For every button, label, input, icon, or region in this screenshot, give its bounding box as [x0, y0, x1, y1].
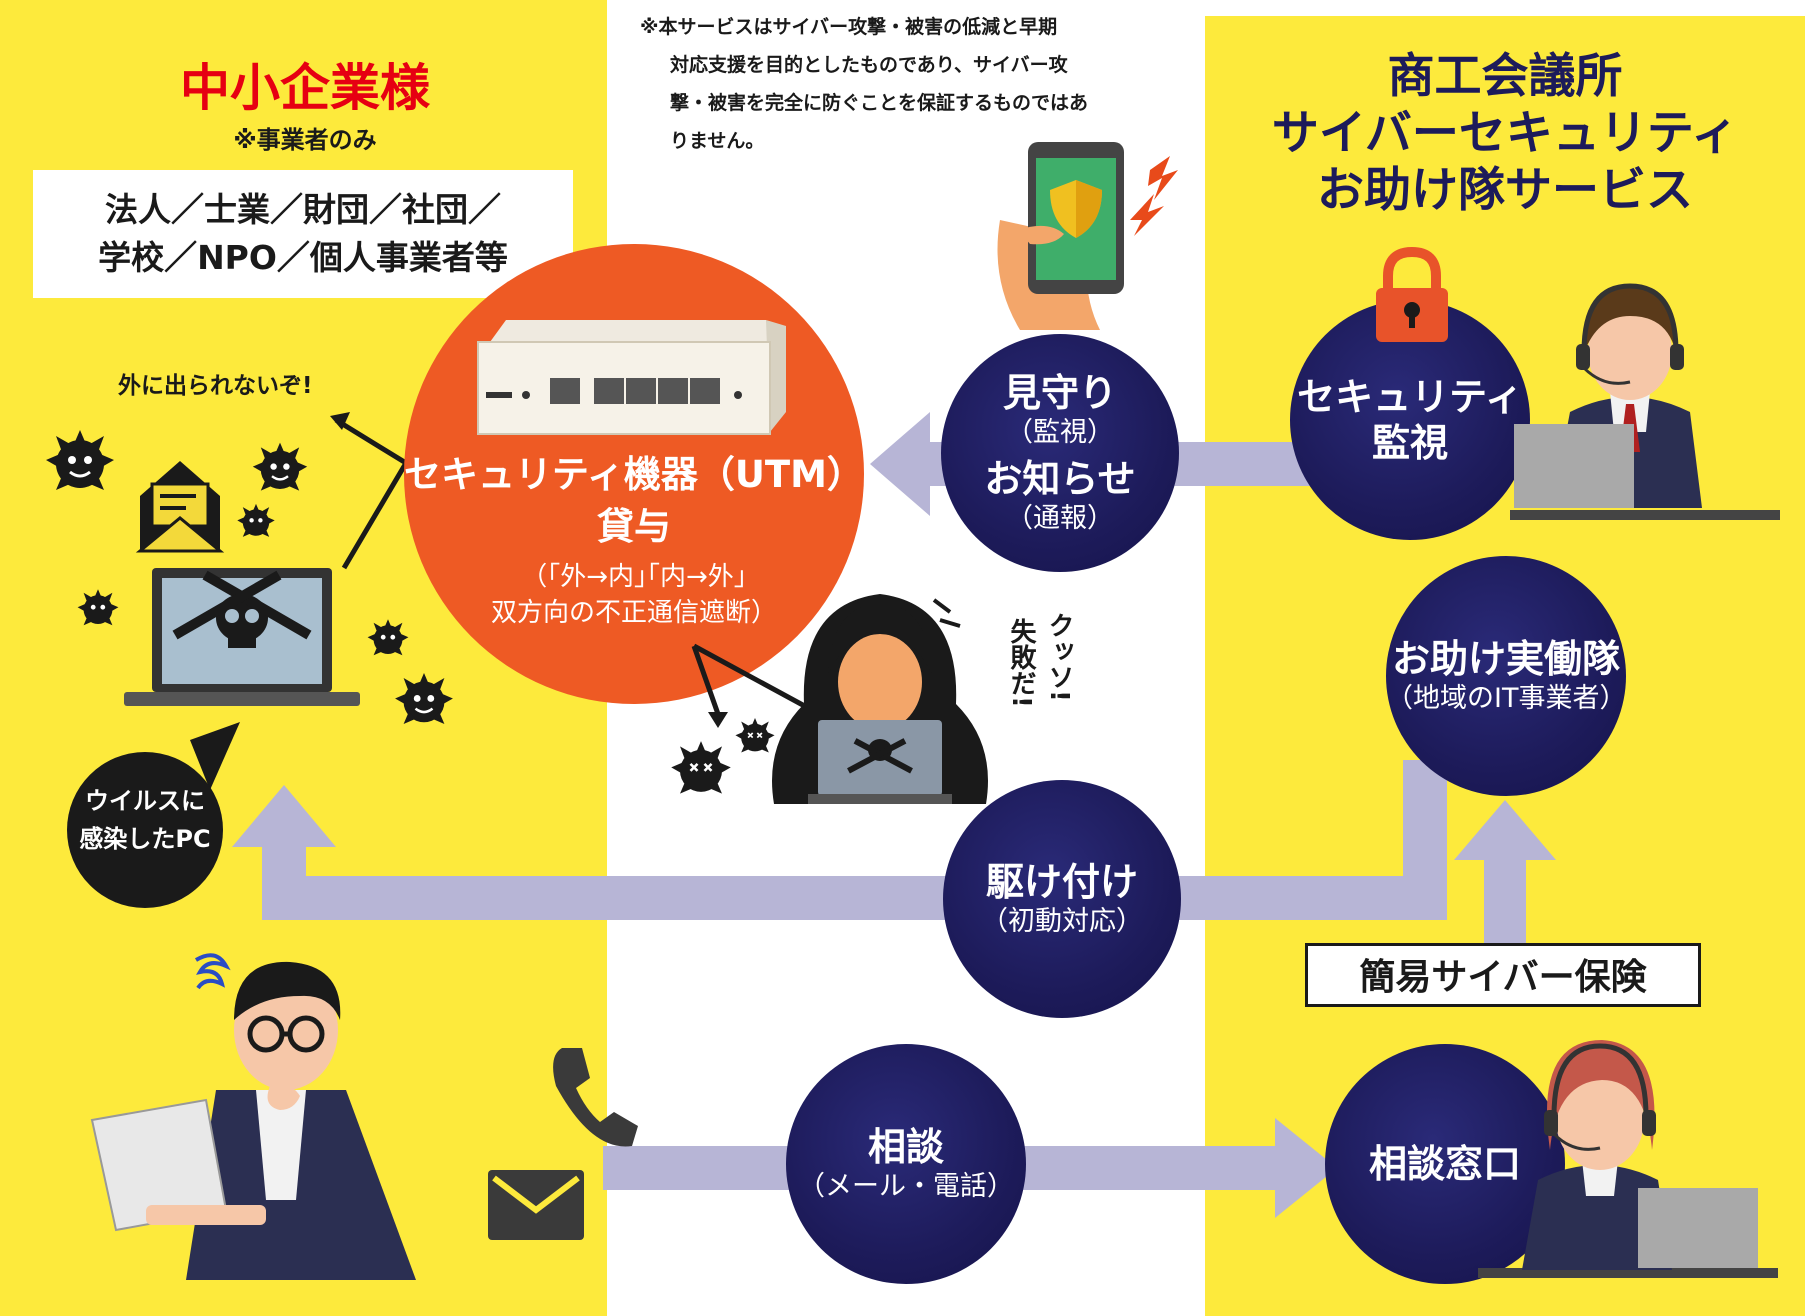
- disclaimer-line-3: 撃・被害を完全に防ぐことを保証するものではあ: [670, 92, 1089, 114]
- blocked-arrow: [330, 412, 410, 570]
- notify-title: お知らせ: [984, 457, 1136, 501]
- infected-pc-line-2: 感染したPC: [79, 825, 211, 853]
- support-team-sub: （地域のIT事業者）: [1386, 683, 1627, 714]
- security-monitor-line-1: セキュリティ: [1297, 375, 1523, 419]
- disclaimer-line-1: ※本サービスはサイバー攻撃・被害の低減と早期: [640, 16, 1058, 38]
- security-monitor-line-2: 監視: [1371, 421, 1448, 465]
- lock-icon: [1376, 246, 1448, 342]
- disclaimer-line-2: 対応支援を目的としたものであり、サイバー攻: [670, 54, 1068, 76]
- notify-sub: （通報）: [1006, 503, 1114, 534]
- virus-caption: 外に出られないぞ!: [118, 373, 313, 399]
- support-team-circle: お助け実働隊 （地域のIT事業者）: [1386, 556, 1626, 796]
- support-team-title: お助け実働隊: [1391, 637, 1620, 681]
- utm-sub-1: （｢外→内｣｢内→外｣: [521, 562, 747, 592]
- infected-pc-bubble: [67, 722, 240, 908]
- consult-desk-circle: 相談窓口: [1325, 1044, 1565, 1284]
- security-monitor-circle: セキュリティ 監視: [1290, 300, 1530, 540]
- hacker-illustration: [772, 594, 988, 804]
- monitor-title: 見守り: [1002, 371, 1117, 415]
- client-title: 中小企業様: [180, 59, 430, 117]
- entity-line-2: 学校／NPO／個人事業者等: [98, 238, 508, 277]
- sweat-marks: [932, 598, 961, 628]
- hacker-speech-col-1: クッソ!: [1044, 612, 1074, 702]
- service-title: 商工会議所 サイバーセキュリティ お助け隊サービス: [1205, 48, 1805, 219]
- disclaimer-line-4: りません。: [670, 130, 765, 152]
- smartphone-shield-icon: [997, 142, 1178, 330]
- phone-icon: [553, 1048, 638, 1147]
- service-title-line-2: サイバーセキュリティ: [1271, 106, 1739, 161]
- rush-sub: （初動対応）: [981, 906, 1143, 937]
- monitor-sub: （監視）: [1006, 417, 1114, 448]
- entity-line-1: 法人／士業／財団／社団／: [105, 190, 501, 229]
- rush-arrow-left-head: [232, 785, 336, 847]
- defeated-virus-icon: [735, 718, 775, 753]
- disclaimer: ※本サービスはサイバー攻撃・被害の低減と早期 対応支援を目的としたものであり、サ…: [640, 8, 1180, 160]
- consult-desk-title: 相談窓口: [1368, 1142, 1521, 1186]
- infected-pc-line-1: ウイルスに: [85, 787, 205, 815]
- virus-icon: [46, 430, 114, 490]
- consult-circle: 相談 （メール・電話）: [786, 1044, 1026, 1284]
- insurance-box: 簡易サイバー保険: [1305, 943, 1701, 1007]
- utm-title: セキュリティ機器（UTM）: [404, 453, 864, 496]
- blocked-down-arrow: [691, 643, 814, 728]
- consult-title: 相談: [867, 1125, 944, 1169]
- utm-title-2: 貸与: [597, 505, 671, 548]
- client-subtitle: ※事業者のみ: [233, 126, 377, 154]
- hacker-speech-col-2: 失敗だ!: [1006, 618, 1036, 708]
- rush-arrow-horizontal: [262, 876, 1447, 920]
- virus-icon: [252, 442, 308, 491]
- monitor-notify-circle: 見守り （監視） お知らせ （通報）: [941, 334, 1179, 572]
- rush-circle: 駆け付け （初動対応）: [943, 780, 1181, 1018]
- consult-sub: （メール・電話）: [798, 1171, 1014, 1202]
- virus-icon: [395, 672, 453, 724]
- defeated-virus-icon: [671, 741, 731, 794]
- service-title-line-1: 商工会議所: [1387, 49, 1623, 104]
- infected-mail-icon: [135, 461, 225, 553]
- utm-device-icon: [477, 320, 786, 435]
- rush-title: 駆け付け: [985, 860, 1138, 904]
- insurance-arrow-head: [1454, 800, 1556, 860]
- monitor-arrow-head: [870, 412, 930, 516]
- female-operator-illustration: [1478, 1040, 1778, 1278]
- infected-laptop-icon: [124, 568, 360, 706]
- male-operator-illustration: [1510, 283, 1780, 520]
- entity-box: 法人／士業／財団／社団／ 学校／NPO／個人事業者等: [33, 170, 573, 298]
- service-title-line-3: お助け隊サービス: [1317, 163, 1693, 218]
- rush-arrow-right-vertical: [1403, 760, 1447, 920]
- virus-icon: [367, 619, 409, 656]
- mail-icon: [488, 1170, 584, 1240]
- virus-icon: [77, 589, 119, 626]
- rush-arrow-left-vertical: [262, 845, 306, 920]
- worried-businessman-illustration: [90, 953, 416, 1280]
- consult-arrow-head: [1275, 1118, 1337, 1218]
- virus-icon: [237, 503, 275, 537]
- utm-sub-2: 双方向の不正通信遮断）: [490, 598, 777, 628]
- infected-pc-label: ウイルスに 感染したPC: [60, 782, 230, 858]
